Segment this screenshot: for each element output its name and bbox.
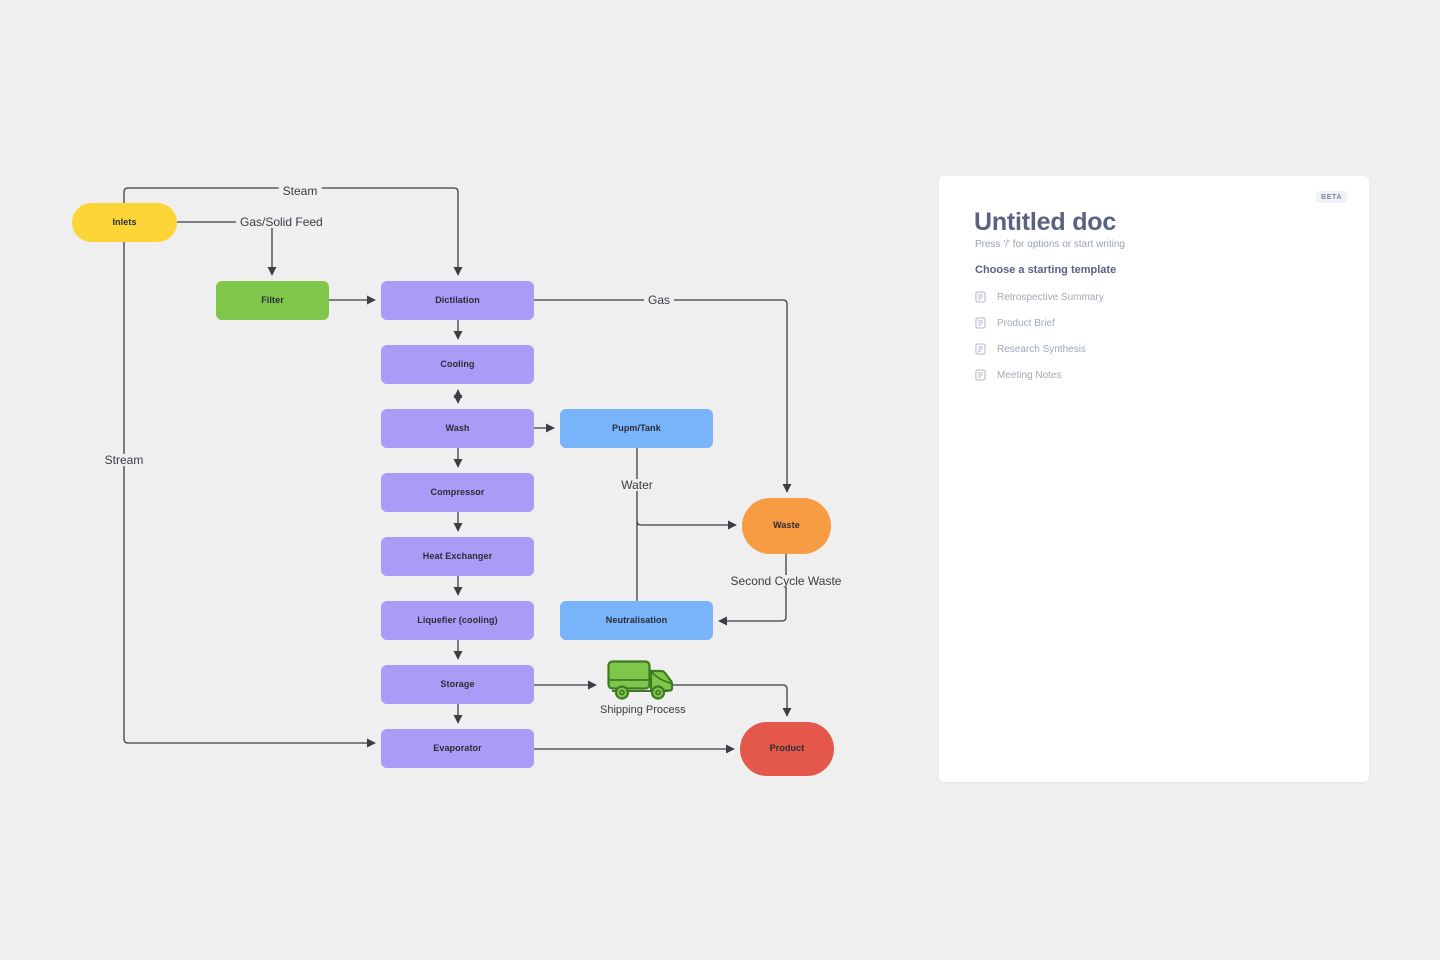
node-heat-exchanger[interactable]: Heat Exchanger [381, 537, 534, 576]
node-waste[interactable]: Waste [742, 498, 831, 554]
template-list: Retrospective Summary Product Brief [975, 284, 1335, 388]
doc-panel[interactable]: BETA Untitled doc Press '/' for options … [939, 176, 1369, 782]
edge-label-water: Water [617, 479, 657, 491]
template-section-title: Choose a starting template [975, 264, 1117, 276]
shipping-process-group[interactable]: Shipping Process [600, 658, 686, 716]
doc-hint-text: Press '/' for options or start writing [975, 239, 1125, 250]
document-icon [975, 317, 986, 329]
template-item-label: Retrospective Summary [997, 291, 1104, 303]
node-pump-tank[interactable]: Pupm/Tank [560, 409, 713, 448]
node-label: Evaporator [433, 742, 482, 753]
node-label: Inlets [112, 216, 137, 227]
template-item-label: Meeting Notes [997, 369, 1062, 381]
template-item-label: Product Brief [997, 317, 1055, 329]
node-label: Compressor [430, 486, 485, 497]
node-label: Filter [261, 294, 284, 305]
shipping-process-caption: Shipping Process [600, 704, 686, 716]
template-item-meeting-notes[interactable]: Meeting Notes [975, 362, 1335, 388]
node-compressor[interactable]: Compressor [381, 473, 534, 512]
edge-label-second-cycle-waste: Second Cycle Waste [726, 575, 846, 587]
template-item-retrospective-summary[interactable]: Retrospective Summary [975, 284, 1335, 310]
document-icon [975, 291, 986, 303]
node-label: Waste [773, 520, 800, 531]
node-cooling[interactable]: Cooling [381, 345, 534, 384]
node-label: Liquefier (cooling) [417, 614, 498, 625]
node-label: Pupm/Tank [612, 422, 661, 433]
node-evaporator[interactable]: Evaporator [381, 729, 534, 768]
node-storage[interactable]: Storage [381, 665, 534, 704]
edge-label-gas-solid-feed: Gas/Solid Feed [236, 216, 327, 228]
node-label: Cooling [440, 358, 475, 369]
node-label: Dictilation [435, 294, 480, 305]
node-label: Storage [440, 678, 475, 689]
node-wash[interactable]: Wash [381, 409, 534, 448]
node-label: Heat Exchanger [422, 550, 493, 561]
node-label: Product [769, 743, 805, 754]
document-icon [975, 369, 986, 381]
node-neutralisation[interactable]: Neutralisation [560, 601, 713, 640]
beta-badge: BETA [1316, 191, 1347, 203]
delivery-truck-icon [607, 660, 673, 700]
edge-label-gas: Gas [644, 294, 675, 306]
node-liquefier[interactable]: Liquefier (cooling) [381, 601, 534, 640]
template-item-label: Research Synthesis [997, 343, 1086, 355]
template-item-research-synthesis[interactable]: Research Synthesis [975, 336, 1335, 362]
node-inlets[interactable]: Inlets [72, 203, 177, 242]
node-label: Wash [445, 422, 470, 433]
edge-label-steam: Steam [278, 185, 322, 197]
doc-title[interactable]: Untitled doc [974, 208, 1117, 236]
node-label: Neutralisation [605, 614, 668, 625]
flowchart-canvas[interactable]: Inlets Filter Dictilation Cooling Wash C… [0, 0, 940, 960]
edge-label-stream: Stream [100, 454, 148, 466]
node-product[interactable]: Product [740, 722, 834, 776]
document-icon [975, 343, 986, 355]
node-filter[interactable]: Filter [216, 281, 329, 320]
node-dictilation[interactable]: Dictilation [381, 281, 534, 320]
template-item-product-brief[interactable]: Product Brief [975, 310, 1335, 336]
